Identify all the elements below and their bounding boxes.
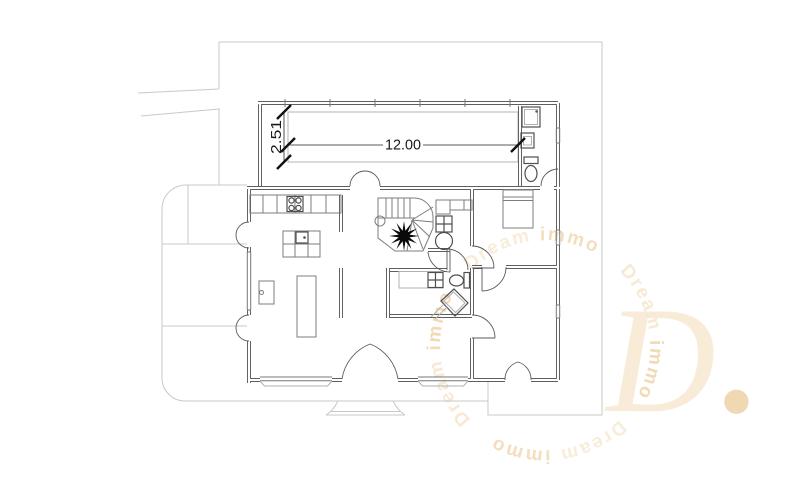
toilet-symbol: [524, 164, 538, 183]
staircase: [374, 197, 434, 252]
pool-dimensions: 12.00 2.51: [268, 104, 526, 170]
shower-tray: [443, 291, 466, 314]
door-arc-poolbath: [540, 168, 559, 187]
walls-inner-stroke: [247, 101, 560, 383]
window-poolbath: [555, 127, 561, 144]
door-arc-french-left-upper: [235, 221, 250, 249]
svg-text:Dreamimmo: Dreamimmo: [424, 287, 475, 430]
door-arc-utility: [427, 250, 451, 273]
toilet-tank: [523, 156, 539, 165]
window-sills: [259, 380, 469, 387]
door-arc-bottom-right: [504, 361, 532, 381]
windows-bottom-wall: [260, 376, 468, 382]
utility-room: [434, 199, 473, 251]
utility-cabinet: [463, 199, 473, 211]
burner-icon: [288, 204, 295, 212]
shower-symbol: [440, 288, 469, 317]
door-arc-bathroom: [446, 248, 469, 271]
terrace-outline: [161, 184, 488, 402]
cabinet-knob: [259, 290, 264, 295]
shower-tray: [524, 109, 538, 125]
kitchen-counter-units: [262, 195, 327, 213]
house-walls: [247, 101, 560, 383]
shower-hatch: [430, 303, 448, 320]
stair-newel-post: [374, 215, 386, 227]
bed-symbol: [502, 189, 534, 229]
burner-icon: [295, 204, 302, 212]
stair-winders: [406, 206, 434, 252]
toilet-tank: [463, 271, 471, 289]
island-sink-dot: [303, 236, 306, 239]
watermark-monogram: D.: [604, 229, 767, 456]
toilet-symbol: [448, 274, 465, 287]
washing-machine-cross: [436, 216, 452, 232]
stove-symbol: [286, 195, 304, 213]
watermark-monogram-dot: .: [716, 229, 767, 456]
window-lower-room: [555, 304, 561, 319]
island-sink-symbol: [295, 231, 309, 244]
kitchen: [249, 194, 342, 338]
entrance-steps: [325, 400, 406, 416]
door-arc-pool-hall: [349, 170, 381, 187]
shower-drain-dot: [535, 110, 538, 113]
utility-cabinet: [435, 199, 451, 215]
dining-table: [296, 275, 317, 338]
starburst-symbol: [389, 221, 419, 251]
shower-symbol: [521, 106, 541, 128]
door-arc-bedroom: [471, 245, 495, 269]
window-bedroom: [555, 229, 561, 246]
svg-text:Dreamimmo: Dreamimmo: [487, 416, 630, 467]
door-arc-living-rear: [471, 314, 496, 339]
window-left-wall: [246, 251, 252, 311]
glazing-mullions: [284, 99, 511, 107]
property-boundary: [137, 41, 603, 416]
stair-treads: [378, 198, 415, 219]
ground-floor-bathroom: [398, 271, 471, 320]
pool-bathroom: [520, 106, 541, 183]
stair-outline: [377, 197, 434, 252]
door-arc-french-bottom: [341, 343, 399, 380]
burner-icon: [295, 197, 302, 204]
dimension-ticks: [276, 104, 526, 170]
driveway-lines: [137, 88, 220, 117]
wall-cabinet: [258, 280, 275, 305]
doors: [235, 168, 559, 381]
door-arc-rear-room: [481, 266, 507, 292]
door-arc-french-left-lower: [235, 314, 250, 342]
utility-cabinet: [449, 199, 465, 211]
washbasin-cross: [428, 272, 443, 288]
bedroom: [502, 189, 534, 229]
burner-icon: [288, 197, 295, 204]
property-line: [219, 41, 603, 416]
pool-width-label: 2.51: [268, 120, 285, 154]
boiler-symbol: [434, 231, 454, 251]
bed-pillow-line: [503, 196, 533, 201]
pool-length-label: 12.00: [385, 137, 421, 154]
windows: [246, 99, 561, 387]
terrace-divisions: [162, 185, 247, 327]
island-units: [283, 231, 320, 257]
